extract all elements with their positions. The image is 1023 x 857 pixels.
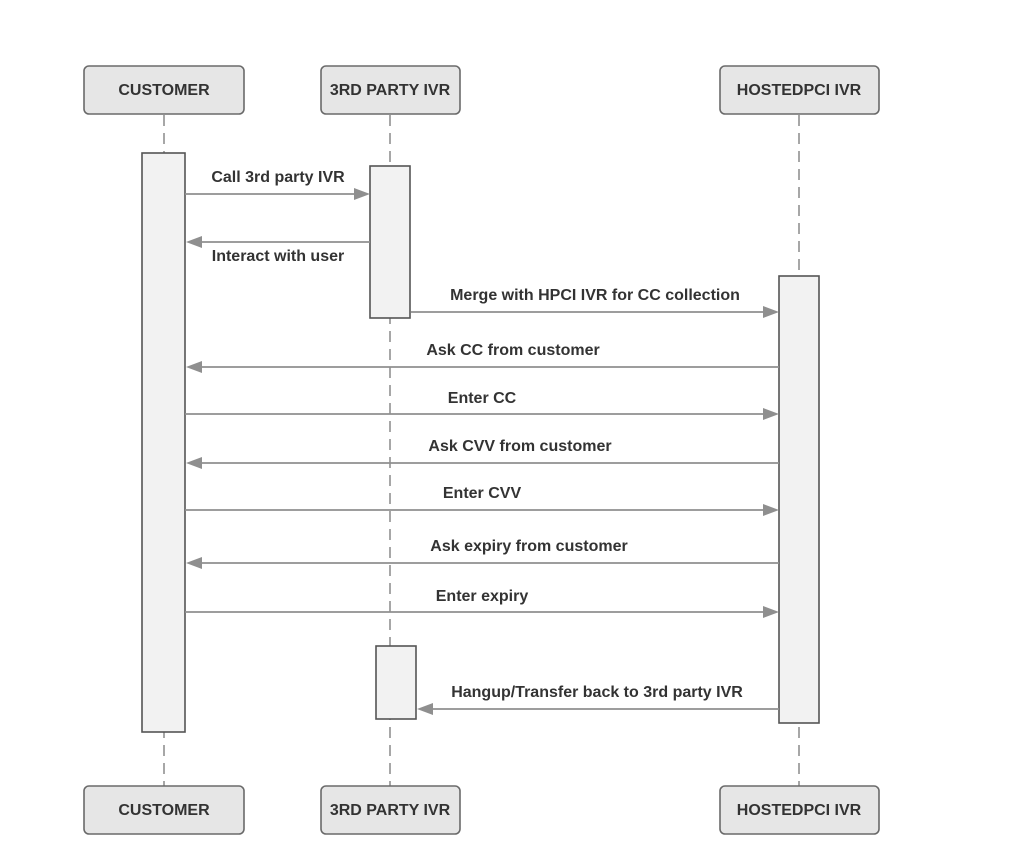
message-hangup-transfer: Hangup/Transfer back to 3rd party IVR xyxy=(417,684,779,715)
message-label: Enter CVV xyxy=(443,485,522,502)
actor-box xyxy=(320,65,461,115)
arrow-left-icon xyxy=(417,703,433,715)
message-ask-expiry: Ask expiry from customer xyxy=(186,538,779,569)
actor-label: 3RD PARTY IVR xyxy=(330,82,451,99)
arrow-right-icon xyxy=(763,504,779,516)
actor-box xyxy=(719,785,880,835)
actor-customer-bottom: CUSTOMER xyxy=(83,785,245,835)
arrow-left-icon xyxy=(186,457,202,469)
actor-label: HOSTEDPCI IVR xyxy=(737,82,862,99)
message-enter-expiry: Enter expiry xyxy=(185,588,779,618)
message-call-3rd-party-ivr: Call 3rd party IVR xyxy=(185,169,370,200)
activation-3rd-party-ivr-2 xyxy=(375,645,417,720)
activation-hostedpci-ivr xyxy=(778,275,820,724)
message-label: Call 3rd party IVR xyxy=(211,169,345,186)
actor-box xyxy=(320,785,461,835)
actor-label: CUSTOMER xyxy=(118,802,210,819)
arrow-left-icon xyxy=(186,557,202,569)
message-ask-cc: Ask CC from customer xyxy=(186,342,779,373)
actor-3rd-party-ivr-top: 3RD PARTY IVR xyxy=(320,65,461,115)
message-label: Enter CC xyxy=(448,390,517,407)
actor-box xyxy=(83,65,245,115)
actor-3rd-party-ivr-bottom: 3RD PARTY IVR xyxy=(320,785,461,835)
actor-label: HOSTEDPCI IVR xyxy=(737,802,862,819)
actor-label: CUSTOMER xyxy=(118,82,210,99)
actor-box xyxy=(83,785,245,835)
actor-box xyxy=(719,65,880,115)
message-label: Ask CC from customer xyxy=(426,342,599,359)
arrow-right-icon xyxy=(763,306,779,318)
actor-hostedpci-ivr-bottom: HOSTEDPCI IVR xyxy=(719,785,880,835)
actor-hostedpci-ivr-top: HOSTEDPCI IVR xyxy=(719,65,880,115)
actor-customer-top: CUSTOMER xyxy=(83,65,245,115)
arrow-right-icon xyxy=(763,408,779,420)
message-label: Merge with HPCI IVR for CC collection xyxy=(450,287,740,304)
message-merge-with-hpci-ivr: Merge with HPCI IVR for CC collection xyxy=(411,287,779,318)
message-label: Ask expiry from customer xyxy=(430,538,627,555)
message-label: Interact with user xyxy=(212,248,344,265)
actor-label: 3RD PARTY IVR xyxy=(330,802,451,819)
message-label: Enter expiry xyxy=(436,588,529,605)
message-label: Ask CVV from customer xyxy=(428,438,611,455)
message-enter-cc: Enter CC xyxy=(185,390,779,420)
activation-customer xyxy=(141,152,186,733)
message-label: Hangup/Transfer back to 3rd party IVR xyxy=(451,684,743,701)
message-interact-with-user: Interact with user xyxy=(186,236,370,265)
message-ask-cvv: Ask CVV from customer xyxy=(186,438,779,469)
arrow-left-icon xyxy=(186,361,202,373)
arrow-right-icon xyxy=(763,606,779,618)
activation-3rd-party-ivr-1 xyxy=(369,165,411,319)
arrow-right-icon xyxy=(354,188,370,200)
arrow-left-icon xyxy=(186,236,202,248)
message-enter-cvv: Enter CVV xyxy=(185,485,779,516)
